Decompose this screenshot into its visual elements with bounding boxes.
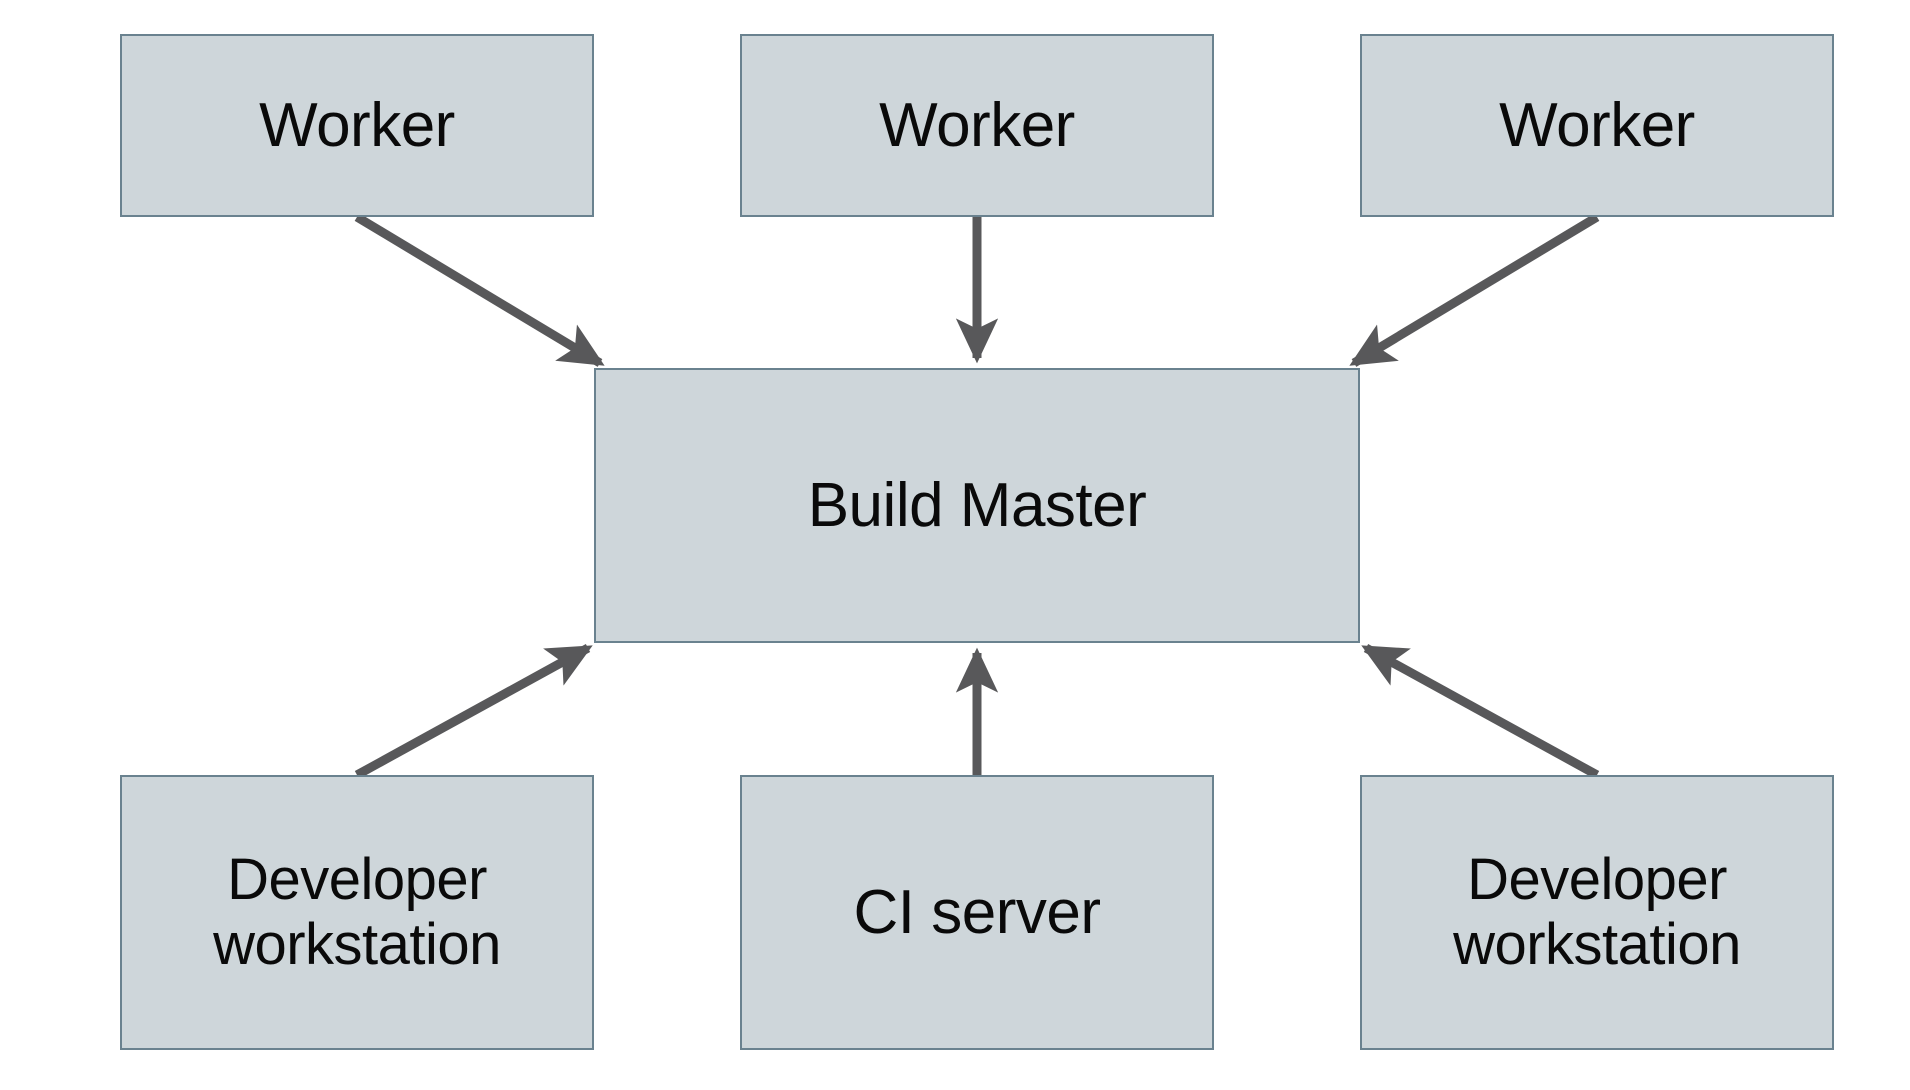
node-label-ci-server: CI server xyxy=(853,877,1101,947)
node-label-build-master: Build Master xyxy=(807,470,1147,540)
node-worker-1[interactable]: Worker xyxy=(120,34,594,217)
node-ci-server[interactable]: CI server xyxy=(740,775,1214,1050)
edge-dev1-to-master xyxy=(354,644,593,779)
edge-dev2-to-master xyxy=(1361,644,1600,779)
node-developer-workstation-right[interactable]: Developer workstation xyxy=(1360,775,1834,1050)
node-developer-workstation-left[interactable]: Developer workstation xyxy=(120,775,594,1050)
node-label-worker-3: Worker xyxy=(1499,90,1695,160)
edge-worker3-to-master xyxy=(1349,213,1600,367)
node-label-worker-2: Worker xyxy=(879,90,1075,160)
node-label-worker-1: Worker xyxy=(259,90,455,160)
node-worker-2[interactable]: Worker xyxy=(740,34,1214,217)
node-label-developer-workstation-right: Developer workstation xyxy=(1453,846,1741,977)
edge-worker1-to-master xyxy=(354,213,605,367)
node-label-developer-workstation-left: Developer workstation xyxy=(213,846,501,977)
node-build-master[interactable]: Build Master xyxy=(594,368,1360,643)
node-worker-3[interactable]: Worker xyxy=(1360,34,1834,217)
